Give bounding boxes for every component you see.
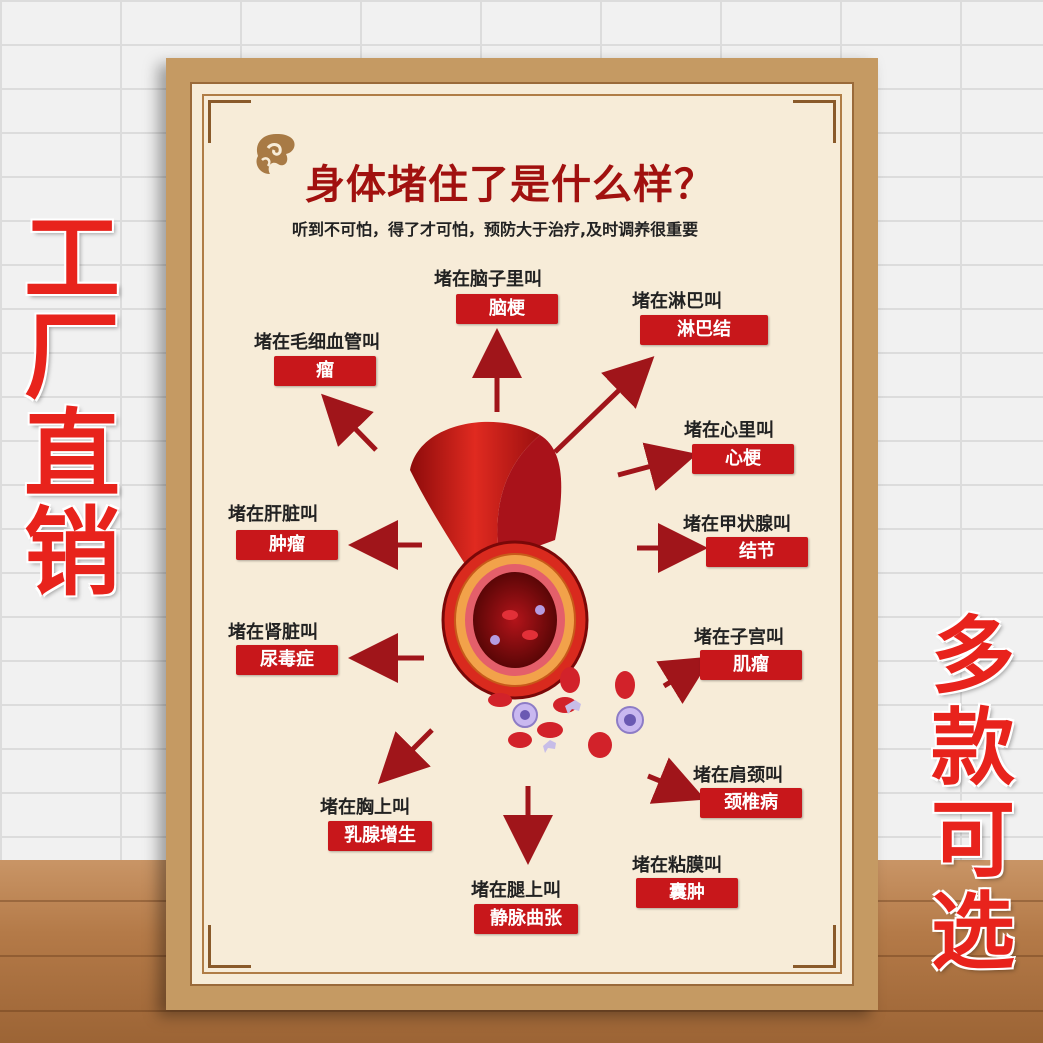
item-box-capillary: 瘤 bbox=[274, 356, 376, 386]
side-right-char: 款 bbox=[930, 699, 1015, 797]
side-text-right: 多 款 可 选 bbox=[918, 610, 1028, 978]
side-left-char: 销 bbox=[24, 497, 120, 609]
arrow-icon bbox=[656, 656, 713, 704]
side-text-left: 工 厂 直 销 bbox=[12, 210, 132, 602]
item-box-heart: 心梗 bbox=[692, 444, 794, 474]
poster-subtitle: 听到不可怕，得了才可怕，预防大于治疗,及时调养很重要 bbox=[292, 220, 699, 239]
item-label-thyroid: 堵在甲状腺叫 bbox=[683, 514, 791, 535]
frame-corner-ornament bbox=[793, 925, 836, 968]
arrow-icon bbox=[377, 728, 434, 785]
item-label-chest: 堵在胸上叫 bbox=[320, 797, 410, 818]
item-label-liver: 堵在肝脏叫 bbox=[228, 504, 318, 525]
item-box-thyroid: 结节 bbox=[706, 537, 808, 567]
item-label-uterus: 堵在子宫叫 bbox=[694, 627, 784, 648]
poster-title: 身体堵住了是什么样？ bbox=[305, 162, 715, 208]
side-left-char: 厂 bbox=[24, 301, 120, 413]
item-box-shoulder: 颈椎病 bbox=[700, 788, 802, 818]
arrow-icon bbox=[321, 393, 378, 452]
frame-corner-ornament bbox=[208, 925, 251, 968]
side-right-char: 选 bbox=[930, 883, 1015, 981]
arrow-icon bbox=[617, 442, 698, 491]
cloud-ornament-icon bbox=[256, 134, 295, 174]
item-box-liver: 肿瘤 bbox=[236, 530, 338, 560]
item-label-mucosa: 堵在粘膜叫 bbox=[632, 855, 722, 876]
arrow-icon bbox=[553, 356, 655, 454]
item-box-brain: 脑梗 bbox=[456, 294, 558, 324]
blood-vessel-illustration bbox=[410, 421, 644, 758]
frame-corner-ornament bbox=[208, 100, 251, 143]
item-label-capillary: 堵在毛细血管叫 bbox=[254, 332, 380, 353]
item-box-uterus: 肌瘤 bbox=[700, 650, 802, 680]
item-label-kidney: 堵在肾脏叫 bbox=[228, 622, 318, 643]
side-left-char: 直 bbox=[24, 399, 120, 511]
item-label-shoulder: 堵在肩颈叫 bbox=[693, 765, 783, 786]
frame-corner-ornament bbox=[793, 100, 836, 143]
arrow-icon bbox=[647, 757, 706, 804]
item-label-brain: 堵在脑子里叫 bbox=[434, 269, 542, 290]
item-label-lymph: 堵在淋巴叫 bbox=[632, 291, 722, 312]
side-left-char: 工 bbox=[24, 203, 120, 315]
side-right-char: 可 bbox=[930, 791, 1015, 889]
item-box-chest: 乳腺增生 bbox=[328, 821, 432, 851]
item-box-lymph: 淋巴结 bbox=[640, 315, 768, 345]
item-box-leg: 静脉曲张 bbox=[474, 904, 578, 934]
item-box-mucosa: 囊肿 bbox=[636, 878, 738, 908]
item-label-heart: 堵在心里叫 bbox=[684, 420, 774, 441]
item-box-kidney: 尿毒症 bbox=[236, 645, 338, 675]
item-label-leg: 堵在腿上叫 bbox=[471, 880, 561, 901]
side-right-char: 多 bbox=[930, 607, 1015, 705]
